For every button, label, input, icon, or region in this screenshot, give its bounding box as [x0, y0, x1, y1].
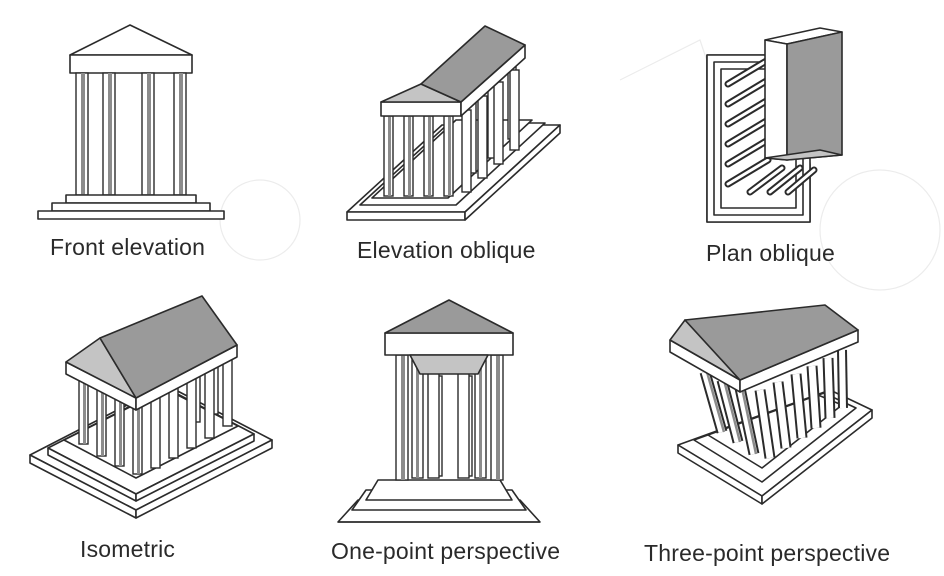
front-elevation-drawing [37, 24, 225, 220]
caption-three-point-perspective: Three-point perspective [644, 540, 891, 566]
caption-isometric: Isometric [80, 536, 176, 562]
caption-front-elevation: Front elevation [50, 234, 206, 260]
caption-elevation-oblique: Elevation oblique [357, 237, 536, 263]
one-point-perspective-drawing [337, 299, 541, 523]
caption-plan-oblique: Plan oblique [706, 240, 836, 266]
isometric-drawing [29, 295, 273, 519]
caption-one-point-perspective: One-point perspective [331, 538, 561, 564]
plan-oblique-drawing [706, 27, 843, 223]
elevation-oblique-drawing [346, 25, 561, 221]
three-point-perspective-drawing [669, 304, 873, 505]
